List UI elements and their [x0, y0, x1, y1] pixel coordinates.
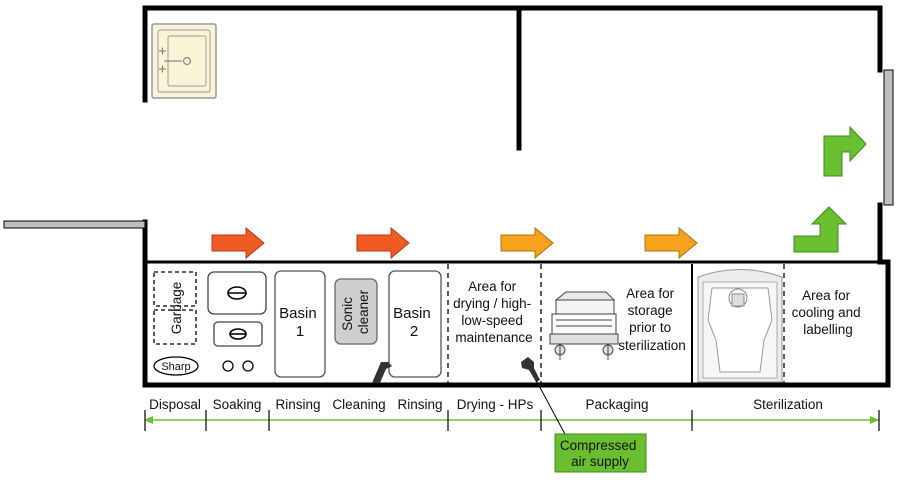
- sharp-label: Sharp: [161, 361, 190, 373]
- timeline-label-drying: Drying - HPs: [457, 397, 534, 412]
- compressed-air-supply-box: [554, 433, 647, 473]
- flow-arrow-turn-lower: [793, 206, 848, 253]
- basin-2: [388, 270, 442, 378]
- sonic-cleaner-icon: [334, 278, 378, 345]
- packaging-machine-icon: [549, 291, 619, 360]
- flow-arrow-2: [356, 226, 410, 260]
- timeline-label-rinsing-1: Rinsing: [275, 397, 320, 412]
- zone-dividers: [447, 264, 785, 383]
- basin-1-label: Basin 1: [279, 305, 321, 340]
- compressed-air-supply-label: Compressed air supply: [560, 438, 640, 469]
- timeline-label-sterilization: Sterilization: [753, 397, 823, 412]
- soaking-tray-large: [207, 271, 267, 315]
- basin-1: [274, 270, 326, 378]
- window-right: [883, 69, 894, 206]
- cooling-area-label: Area for cooling and labelling: [792, 288, 865, 337]
- timeline-label-disposal: Disposal: [149, 397, 201, 412]
- timeline-label-rinsing-2: Rinsing: [397, 397, 442, 412]
- sharp-container: [153, 356, 199, 376]
- timeline-label-packaging: Packaging: [585, 397, 648, 412]
- process-timeline: [144, 410, 880, 431]
- sonic-cleaner-label: Sonic cleaner: [340, 289, 371, 334]
- air-gun-icon: [372, 362, 392, 383]
- soaking-containers: [222, 360, 254, 372]
- sink-icon: [151, 23, 217, 99]
- air-gun-icon: [521, 357, 540, 382]
- room-walls: [142, 5, 891, 388]
- garbage-label: Garbage: [169, 282, 184, 335]
- flow-arrow-3: [500, 226, 554, 260]
- timeline-label-soaking: Soaking: [213, 397, 262, 412]
- soaking-tray-small: [213, 321, 263, 347]
- door-left: [3, 220, 146, 229]
- autoclave-icon: [697, 269, 783, 383]
- timeline-label-cleaning: Cleaning: [332, 397, 385, 412]
- flow-arrow-1: [211, 226, 265, 260]
- garbage-bins: [153, 271, 197, 345]
- basin-2-label: Basin 2: [393, 305, 435, 340]
- flow-arrow-4: [644, 226, 698, 260]
- drying-area-label: Area for drying / high- low-speed mainte…: [453, 279, 535, 345]
- storage-area-label: Area for storage prior to sterilization: [618, 286, 686, 353]
- timeline-labels: Disposal Soaking Rinsing Cleaning Rinsin…: [149, 397, 823, 412]
- air-supply-connector: [535, 379, 567, 437]
- flow-arrow-turn-upper: [823, 125, 867, 177]
